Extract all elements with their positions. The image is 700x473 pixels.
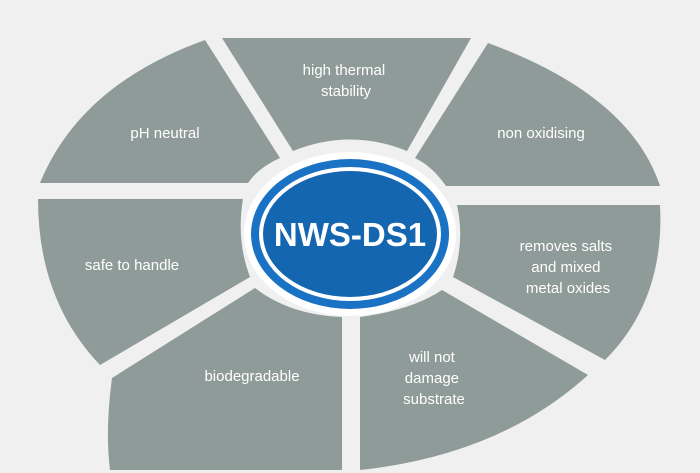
segment-biodegradable <box>107 288 343 470</box>
segment-ph-neutral <box>40 40 280 183</box>
label-line: damage <box>405 370 459 387</box>
label-safe-to-handle: safe to handle <box>85 257 179 274</box>
label-non-oxidising: non oxidising <box>497 125 585 142</box>
label-line: and mixed <box>531 259 600 276</box>
label-line: stability <box>321 83 372 100</box>
segment-removes-salts <box>453 205 661 360</box>
segment-non-oxidising <box>415 43 660 186</box>
center-label: NWS-DS1 <box>274 216 426 253</box>
label-line: substrate <box>403 391 465 408</box>
segment-labels: high thermal stability non oxidising rem… <box>85 62 617 408</box>
label-biodegradable: biodegradable <box>204 368 299 385</box>
label-line: non oxidising <box>497 125 585 142</box>
label-high-thermal-stability: high thermal stability <box>303 62 390 100</box>
label-line: biodegradable <box>204 368 299 385</box>
label-line: high thermal <box>303 62 386 79</box>
label-line: metal oxides <box>526 280 610 297</box>
hub-fill <box>263 171 437 297</box>
segment-will-not-damage-substrate <box>360 290 588 470</box>
center-hub: NWS-DS1 <box>244 152 456 316</box>
segment-high-thermal-stability <box>222 38 471 151</box>
label-line: safe to handle <box>85 257 179 274</box>
label-will-not-damage-substrate: will not damage substrate <box>403 349 465 408</box>
label-line: pH neutral <box>130 125 199 142</box>
label-removes-salts: removes salts and mixed metal oxides <box>520 238 617 297</box>
label-ph-neutral: pH neutral <box>130 125 199 142</box>
label-line: will not <box>408 349 456 366</box>
segment-safe-to-handle <box>38 199 250 365</box>
label-line: removes salts <box>520 238 613 255</box>
segments <box>38 38 661 470</box>
